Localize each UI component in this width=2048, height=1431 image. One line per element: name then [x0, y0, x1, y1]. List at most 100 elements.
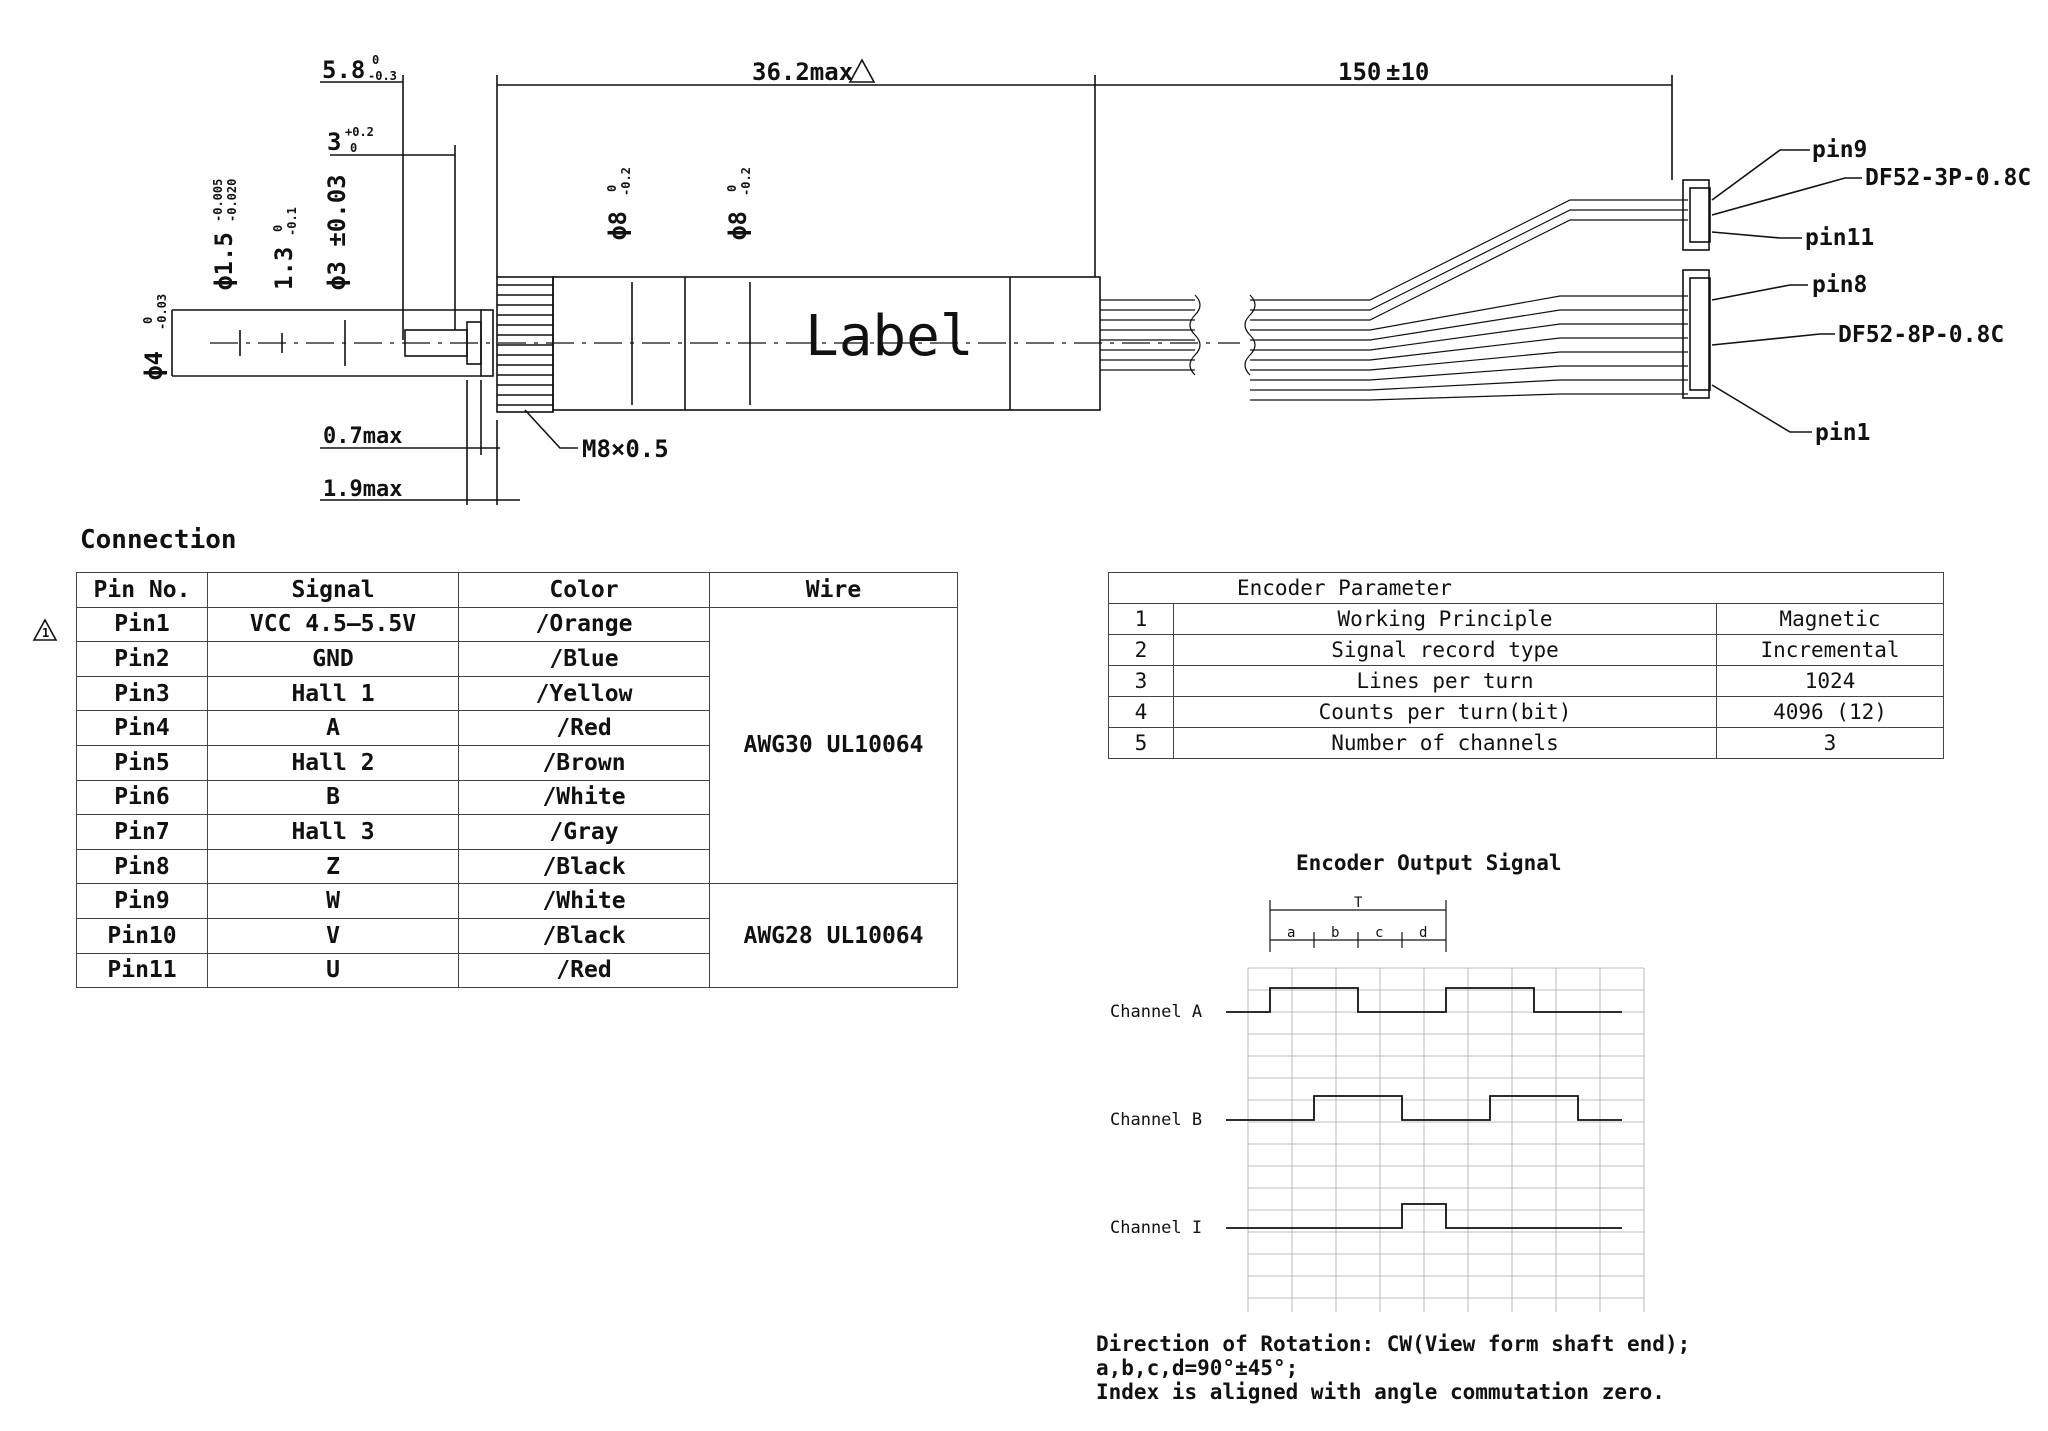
- dim-3-tol-lo: 0: [350, 141, 357, 155]
- pin-cell: Pin6: [76, 779, 208, 816]
- channel-a-label: Channel A: [1110, 1002, 1202, 1022]
- encoder-parameter-table: Encoder Parameter 1 Working Principle Ma…: [1108, 572, 1944, 759]
- dim-d8-b: ϕ8: [724, 211, 752, 240]
- warning-icon: 1: [32, 618, 58, 641]
- param-no: 1: [1108, 603, 1174, 635]
- thread-spec: M8×0.5: [582, 435, 669, 463]
- note-index: Index is aligned with angle commutation …: [1096, 1380, 1665, 1404]
- dim-d1p5-tol-up: -0.005: [211, 179, 225, 222]
- dim-5p8: 5.8: [322, 56, 365, 84]
- pin-cell: Pin3: [76, 675, 208, 712]
- signal-cell: W: [207, 883, 459, 919]
- param-value: 4096 (12): [1716, 696, 1944, 728]
- product-label: Label: [805, 304, 974, 369]
- signal-cell: Hall 1: [207, 675, 459, 712]
- color-cell: /White: [458, 779, 710, 816]
- param-value: 3: [1716, 727, 1944, 759]
- mechanical-drawing: 5.8 0 -0.3 36.2max 150 ±10 3 +0.2 0 ϕ1.5…: [140, 53, 2031, 505]
- table-row: Pin9 W /White AWG28 UL10064: [76, 883, 958, 989]
- signal-grid: [1247, 967, 1645, 1312]
- dim-d8-a-tol-lo: -0.2: [619, 167, 633, 196]
- table-row: Pin6 B /White: [76, 779, 958, 816]
- color-cell: /Blue: [458, 641, 710, 677]
- table-header-row: Pin No. Signal Color Wire: [76, 572, 958, 608]
- connector-pin8: pin8: [1812, 272, 1867, 298]
- dim-1p3: 1.3: [270, 247, 298, 290]
- segment-d: d: [1419, 925, 1427, 941]
- dim-d1p5-tol-lo: -0.020: [225, 179, 239, 222]
- encoder-output-signal-diagram: Encoder Output Signal T a b c d Channel …: [1110, 851, 1645, 1312]
- param-name: Working Principle: [1173, 603, 1717, 635]
- pin-cell: Pin5: [76, 744, 208, 781]
- segment-b: b: [1331, 925, 1339, 941]
- color-cell: /Red: [458, 952, 710, 989]
- dim-150: 150: [1338, 58, 1381, 86]
- pin-cell: Pin4: [76, 710, 208, 746]
- waveform-channel-i: [1226, 1203, 1622, 1229]
- signal-title: Encoder Output Signal: [1296, 851, 1562, 875]
- dim-d8-b-tol-up: 0: [725, 185, 739, 192]
- dim-d1p5: ϕ1.5: [210, 232, 238, 290]
- connector-pin1: pin1: [1815, 420, 1870, 446]
- channel-b-label: Channel B: [1110, 1110, 1202, 1130]
- color-cell: /White: [458, 883, 710, 919]
- connector-pin9: pin9: [1812, 137, 1867, 163]
- dim-1p3-tol-lo: -0.1: [285, 207, 299, 236]
- dim-150-tol: ±10: [1386, 58, 1429, 86]
- header-wire: Wire: [709, 572, 958, 608]
- table-row: Pin11 U /Red: [76, 952, 958, 989]
- wire-group-2: AWG28 UL10064: [709, 883, 958, 989]
- color-cell: /Brown: [458, 744, 710, 781]
- table-row: 1 Working Principle Magnetic: [1108, 603, 1944, 635]
- header-signal: Signal: [207, 572, 459, 608]
- header-color: Color: [458, 572, 710, 608]
- signal-cell: Z: [207, 848, 459, 885]
- dim-d4: ϕ4: [140, 351, 168, 380]
- param-name: Number of channels: [1173, 727, 1717, 759]
- signal-cell: Hall 3: [207, 814, 459, 850]
- table-row: Pin7 Hall 3 /Gray: [76, 814, 958, 850]
- table-row: Pin4 A /Red: [76, 710, 958, 746]
- param-value: 1024: [1716, 665, 1944, 697]
- wire-group-1: AWG30 UL10064: [709, 606, 958, 885]
- signal-cell: B: [207, 779, 459, 816]
- pin-cell: Pin10: [76, 917, 208, 954]
- connector-df52-8p: DF52-8P-0.8C: [1838, 322, 2004, 348]
- param-value: Incremental: [1716, 634, 1944, 666]
- dim-d4-tol-lo: -0.03: [155, 294, 169, 330]
- table-row: Pin8 Z /Black: [76, 848, 958, 885]
- table-header-row: Encoder Parameter: [1108, 572, 1944, 604]
- table-row: 2 Signal record type Incremental: [1108, 634, 1944, 666]
- pin-cell: Pin8: [76, 848, 208, 885]
- color-cell: /Gray: [458, 814, 710, 850]
- dim-d4-tol-up: 0: [141, 317, 155, 324]
- param-name: Lines per turn: [1173, 665, 1717, 697]
- period-label: T: [1354, 895, 1363, 911]
- dim-5p8-tol-up: 0: [372, 53, 379, 67]
- dim-3-tol-up: +0.2: [345, 125, 374, 139]
- signal-notes: Direction of Rotation: CW(View form shaf…: [1096, 1332, 1690, 1404]
- param-no: 2: [1108, 634, 1174, 666]
- color-cell: /Black: [458, 917, 710, 954]
- dim-1p9max: 1.9max: [323, 477, 402, 502]
- dim-0p7max: 0.7max: [323, 424, 402, 449]
- note-phase: a,b,c,d=90°±45°;: [1096, 1356, 1299, 1380]
- warning-icon: [848, 58, 876, 83]
- signal-cell: U: [207, 952, 459, 989]
- table-row: 4 Counts per turn(bit) 4096 (12): [1108, 696, 1944, 728]
- svg-text:1: 1: [42, 626, 49, 640]
- segment-a: a: [1287, 925, 1295, 941]
- table-row: 5 Number of channels 3: [1108, 727, 1944, 759]
- table-row: Pin10 V /Black: [76, 917, 958, 954]
- dim-1p3-tol-up: 0: [271, 225, 285, 232]
- dim-36p2max: 36.2max: [752, 58, 853, 86]
- dim-d8-b-tol-lo: -0.2: [739, 167, 753, 196]
- signal-cell: V: [207, 917, 459, 954]
- color-cell: /Black: [458, 848, 710, 885]
- dim-3: 3: [327, 128, 341, 156]
- param-name: Counts per turn(bit): [1173, 696, 1717, 728]
- channel-i-label: Channel I: [1110, 1218, 1202, 1238]
- table-row: Pin2 GND /Blue: [76, 641, 958, 677]
- table-row: Pin5 Hall 2 /Brown: [76, 744, 958, 781]
- connector-df52-3p: DF52-3P-0.8C: [1865, 165, 2031, 191]
